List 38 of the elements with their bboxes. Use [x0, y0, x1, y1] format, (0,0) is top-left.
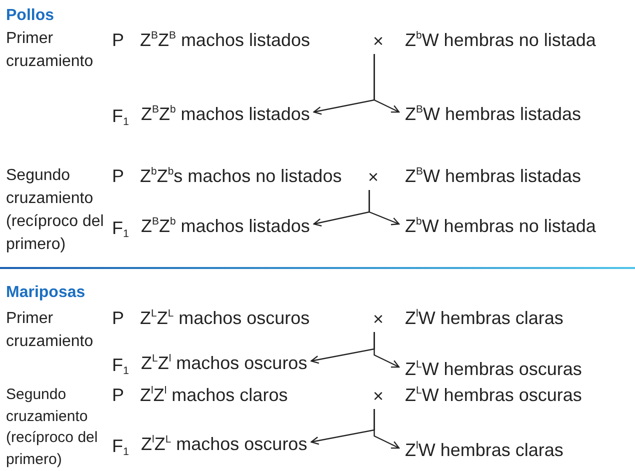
cross-label: Primer cruzamiento	[6, 309, 94, 352]
branching-arrow	[374, 409, 400, 449]
generation-label: P	[112, 307, 124, 329]
cross-symbol: ×	[373, 30, 384, 52]
genotype-text: Z$^{B}$W hembras listadas	[405, 103, 582, 125]
genotype-text: Z$^{l}$W hembras claras	[405, 307, 564, 329]
generation-label: F$_{1}$	[112, 435, 130, 457]
genotype-text: Z$^{B}$Z$^{b}$ machos listados	[141, 103, 310, 125]
genotype-text: Z$^{l}$Z$^{l}$ machos claros	[140, 384, 288, 406]
branching-arrow	[368, 190, 400, 226]
section-heading: Mariposas	[6, 283, 86, 303]
genotype-text: Z$^{L}$W hembras oscuras	[405, 384, 582, 406]
genotype-text: Z$^{B}$W hembras listadas	[405, 165, 582, 187]
generation-label: F$_{1}$	[112, 105, 130, 127]
genotype-text: Z$^{b}$W hembras no listada	[405, 29, 596, 51]
genotype-text: Z$^{l}$W hembras claras	[405, 439, 564, 461]
section-heading: Pollos	[6, 6, 54, 26]
genotype-text: Z$^{L}$Z$^{l}$ machos oscuros	[141, 352, 308, 374]
cross-label: Primer cruzamiento	[6, 29, 94, 72]
cross-label: Segundo cruzamiento (recíproco del primero)	[6, 166, 105, 255]
genotype-text: Z$^{l}$Z$^{L}$ machos oscuros	[141, 433, 308, 455]
generation-label: P	[112, 165, 124, 187]
generation-label: F$_{1}$	[112, 217, 130, 239]
genotype-text: Z$^{b}$W hembras no listada	[405, 215, 596, 237]
genotype-text: Z$^{L}$W hembras oscuras	[405, 358, 582, 380]
cross-symbol: ×	[368, 166, 379, 188]
generation-label: P	[112, 384, 124, 406]
branching-arrow	[374, 332, 400, 368]
cross-symbol: ×	[373, 308, 384, 330]
genotype-text: Z$^{B}$Z$^{b}$ machos listados	[141, 215, 310, 237]
cross-symbol: ×	[373, 385, 384, 407]
genotype-text: Z$^{L}$Z$^{L}$ machos oscuros	[140, 307, 310, 329]
genotype-text: Z$^{b}$Z$^{b}$s machos no listados	[140, 165, 342, 187]
branching-arrow	[374, 54, 400, 113]
cross-label: Segundo cruzamiento (recíproco del primero)	[6, 385, 99, 470]
generation-label: F$_{1}$	[112, 354, 130, 376]
generation-label: P	[112, 29, 124, 51]
genotype-text: Z$^{B}$Z$^{B}$ machos listados	[140, 29, 310, 51]
